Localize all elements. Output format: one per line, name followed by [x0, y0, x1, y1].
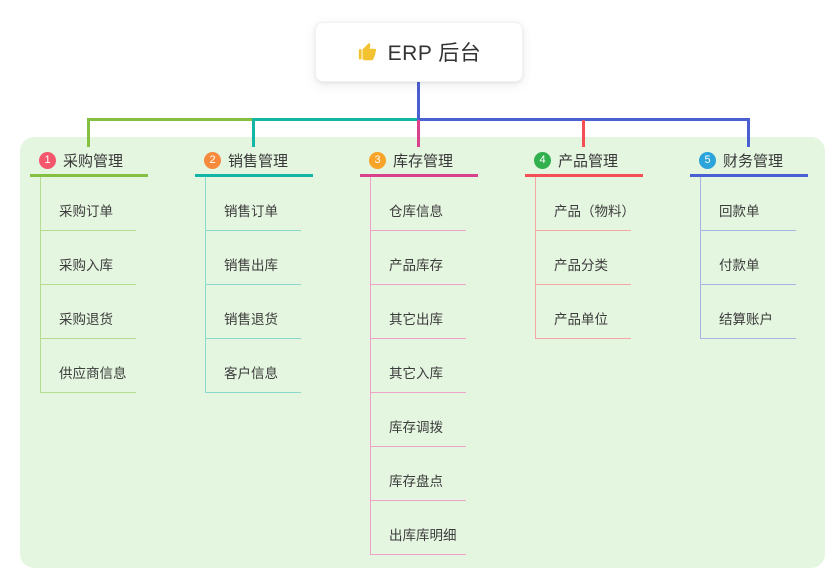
branch-drop [87, 118, 90, 147]
root-drop-line [417, 82, 420, 120]
branch-item[interactable]: 客户信息 [206, 339, 301, 393]
branch-node: 5 财务管理 回款单 付款单 结算账户 [690, 146, 808, 339]
branch-title[interactable]: 5 财务管理 [690, 146, 808, 177]
connector-segment-left [87, 118, 255, 121]
branch-children: 采购订单 采购入库 采购退货 供应商信息 [40, 177, 136, 393]
branch-item-label: 回款单 [719, 204, 760, 219]
branch-drop [252, 118, 255, 147]
branch-item[interactable]: 其它入库 [371, 339, 466, 393]
thumbs-up-path [358, 42, 376, 61]
branch-node: 2 销售管理 销售订单 销售出库 销售退货 客户信息 [195, 146, 313, 393]
branch-drop [582, 120, 585, 147]
thumbs-up-icon [358, 42, 376, 61]
branch-item[interactable]: 其它出库 [371, 285, 466, 339]
branch-number-badge: 2 [204, 151, 221, 169]
branch-item[interactable]: 库存调拨 [371, 393, 466, 447]
branch-children: 回款单 付款单 结算账户 [700, 177, 796, 339]
branch-item-label: 客户信息 [224, 366, 278, 381]
branch-item-label: 销售订单 [224, 204, 278, 219]
branch-item-label: 销售退货 [224, 312, 278, 327]
branch-item[interactable]: 采购入库 [41, 231, 136, 285]
branch-title[interactable]: 2 销售管理 [195, 146, 313, 177]
branch-number-badge: 1 [39, 151, 56, 169]
branch-item[interactable]: 销售出库 [206, 231, 301, 285]
branch-item[interactable]: 产品（物料） [536, 177, 635, 231]
branch-number-badge: 4 [534, 151, 551, 169]
connector-segment-mid [253, 118, 420, 121]
branch-label: 财务管理 [723, 152, 784, 170]
branch-children: 销售订单 销售出库 销售退货 客户信息 [205, 177, 301, 393]
branch-item-label: 仓库信息 [389, 204, 443, 219]
branch-item[interactable]: 采购退货 [41, 285, 136, 339]
branch-label: 产品管理 [558, 152, 619, 170]
branch-item[interactable]: 回款单 [701, 177, 796, 231]
branch-node: 3 库存管理 仓库信息 产品库存 其它出库 其它入库 库存调拨 库存盘点 出库库… [360, 146, 478, 555]
branch-item[interactable]: 产品单位 [536, 285, 631, 339]
branch-item-label: 库存盘点 [389, 474, 443, 489]
branch-item[interactable]: 销售退货 [206, 285, 301, 339]
branch-drop [747, 118, 750, 147]
branch-item[interactable]: 采购订单 [41, 177, 136, 231]
branches-panel [20, 137, 825, 568]
branch-title[interactable]: 3 库存管理 [360, 146, 478, 177]
branch-node: 4 产品管理 产品（物料） 产品分类 产品单位 [525, 146, 643, 339]
branch-item-label: 产品（物料） [554, 204, 635, 219]
branch-item[interactable]: 供应商信息 [41, 339, 136, 393]
branch-item-label: 结算账户 [719, 312, 773, 327]
branch-item-label: 其它入库 [389, 366, 443, 381]
branch-item[interactable]: 仓库信息 [371, 177, 466, 231]
branch-item-label: 产品分类 [554, 258, 608, 273]
branch-item-label: 采购退货 [59, 312, 113, 327]
branch-item[interactable]: 库存盘点 [371, 447, 466, 501]
branch-number-badge: 5 [699, 151, 716, 169]
branch-item[interactable]: 产品库存 [371, 231, 466, 285]
root-title: ERP 后台 [387, 42, 482, 65]
branch-item[interactable]: 结算账户 [701, 285, 796, 339]
branch-item-label: 产品单位 [554, 312, 608, 327]
branch-item-label: 其它出库 [389, 312, 443, 327]
branch-item-label: 供应商信息 [59, 366, 127, 381]
branch-item-label: 出库库明细 [389, 528, 457, 543]
branch-item[interactable]: 出库库明细 [371, 501, 466, 555]
branch-label: 销售管理 [228, 152, 289, 170]
branch-number-badge: 3 [369, 151, 386, 169]
branch-children: 产品（物料） 产品分类 产品单位 [535, 177, 635, 339]
branch-item-label: 采购入库 [59, 258, 113, 273]
branch-label: 采购管理 [63, 152, 124, 170]
branch-drop [417, 120, 420, 147]
branch-node: 1 采购管理 采购订单 采购入库 采购退货 供应商信息 [30, 146, 148, 393]
branch-item[interactable]: 付款单 [701, 231, 796, 285]
branch-item-label: 付款单 [719, 258, 760, 273]
branch-children: 仓库信息 产品库存 其它出库 其它入库 库存调拨 库存盘点 出库库明细 [370, 177, 466, 555]
branch-item[interactable]: 产品分类 [536, 231, 631, 285]
branch-item[interactable]: 销售订单 [206, 177, 301, 231]
branch-item-label: 销售出库 [224, 258, 278, 273]
branch-item-label: 采购订单 [59, 204, 113, 219]
connector-segment-right [417, 118, 750, 121]
branch-title[interactable]: 1 采购管理 [30, 146, 148, 177]
root-node[interactable]: ERP 后台 [315, 22, 523, 82]
branch-item-label: 产品库存 [389, 258, 443, 273]
branch-title[interactable]: 4 产品管理 [525, 146, 643, 177]
branch-label: 库存管理 [393, 152, 454, 170]
branch-item-label: 库存调拨 [389, 420, 443, 435]
